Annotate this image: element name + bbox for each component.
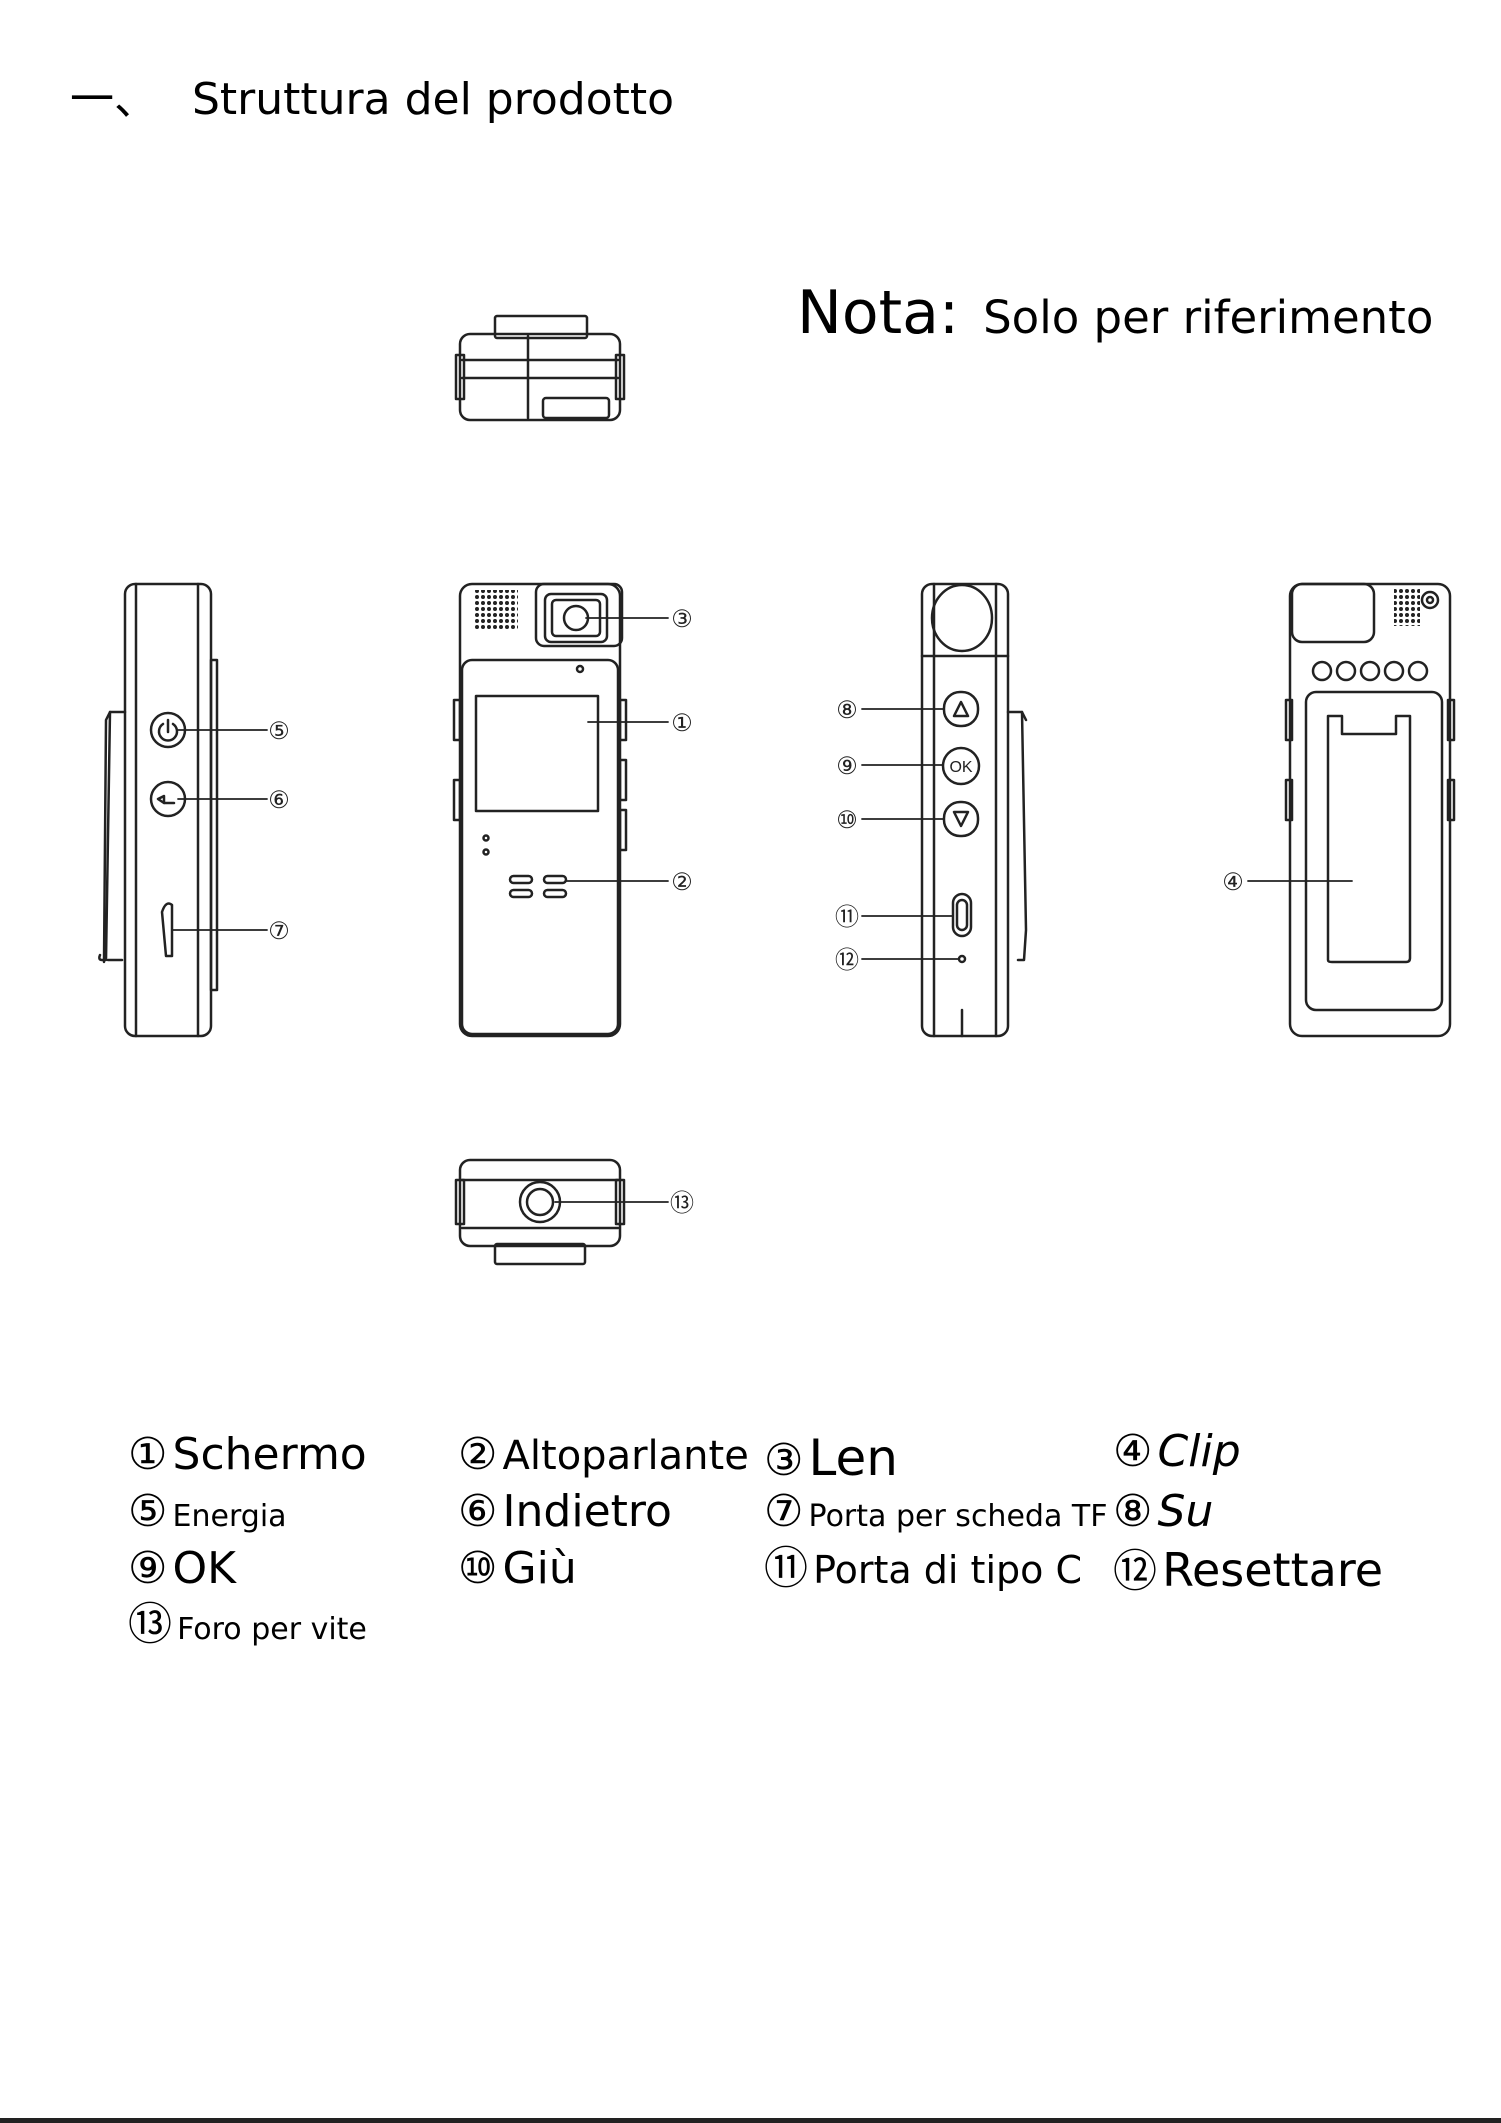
- legend-label: Resettare: [1162, 1543, 1383, 1597]
- legend-num: ⑩: [458, 1543, 497, 1594]
- legend-label: Len: [809, 1429, 898, 1487]
- callout-5: ⑤: [268, 717, 290, 745]
- legend-label: Schermo: [173, 1429, 367, 1480]
- speaker-slots: [510, 876, 566, 897]
- up-icon: [954, 702, 968, 716]
- legend-label: OK: [173, 1543, 237, 1594]
- left-side-view: [99, 584, 217, 1036]
- legend-item: ⑪ Porta di tipo C: [764, 1547, 1082, 1591]
- leader-lines: [172, 618, 1352, 1202]
- legend-label: Giù: [503, 1543, 577, 1594]
- legend-label: Su: [1158, 1486, 1214, 1537]
- callout-4: ④: [1222, 868, 1244, 896]
- reset-hole: [959, 956, 965, 962]
- legend-num: ⑧: [1113, 1486, 1152, 1537]
- tf-card-slot: [162, 904, 172, 956]
- ok-button-label: OK: [949, 759, 972, 776]
- top-view: [456, 316, 624, 420]
- legend-num: ⑦: [764, 1486, 803, 1537]
- bottom-view: [456, 1160, 624, 1264]
- legend-num: ④: [1113, 1426, 1152, 1477]
- legend-num: ⑬: [128, 1599, 172, 1650]
- callout-9: ⑨: [836, 752, 858, 780]
- legend-item: ⑫ Resettare: [1113, 1547, 1383, 1594]
- legend-item: ⑤ Energia: [128, 1490, 287, 1534]
- screen: [476, 696, 598, 811]
- callout-1: ①: [671, 709, 693, 737]
- clip: [1328, 716, 1410, 962]
- bottom-border: [0, 2118, 1501, 2123]
- callout-2: ②: [671, 868, 693, 896]
- legend-item: ③ Len: [764, 1433, 898, 1483]
- legend-item: ⑬ Foro per vite: [128, 1603, 367, 1647]
- callout-11: ⑪: [835, 903, 859, 931]
- down-button[interactable]: [944, 802, 978, 836]
- callout-8: ⑧: [836, 696, 858, 724]
- legend-num: ⑫: [1113, 1546, 1157, 1597]
- right-side-view: [922, 584, 1026, 1036]
- legend-label: Porta per scheda TF: [809, 1499, 1108, 1534]
- up-button[interactable]: [944, 692, 978, 726]
- back-view: [1286, 584, 1454, 1036]
- legend-item: ⑦ Porta per scheda TF: [764, 1490, 1107, 1534]
- lens-icon: [564, 606, 588, 630]
- legend-label: Porta di tipo C: [813, 1548, 1082, 1592]
- legend-label: Altoparlante: [503, 1433, 749, 1479]
- callout-6: ⑥: [268, 786, 290, 814]
- legend-num: ③: [764, 1435, 803, 1486]
- legend-label: Energia: [173, 1499, 287, 1534]
- legend-num: ⑤: [128, 1486, 167, 1537]
- legend-item: ⑩ Giù: [458, 1547, 577, 1591]
- legend-num: ⑥: [458, 1486, 497, 1537]
- legend-item: ⑨ OK: [128, 1547, 236, 1591]
- callout-13: ⑬: [670, 1189, 694, 1217]
- front-view: [454, 584, 626, 1036]
- legend-item: ④ Clip: [1113, 1430, 1241, 1474]
- legend-label: Foro per vite: [177, 1612, 367, 1647]
- legend-num: ⑨: [128, 1543, 167, 1594]
- legend-num: ②: [458, 1429, 497, 1480]
- legend-label: Indietro: [503, 1486, 672, 1537]
- speaker-grille-top: [474, 590, 518, 630]
- legend-item: ⑧ Su: [1113, 1490, 1213, 1534]
- legend-num: ①: [128, 1429, 167, 1480]
- down-icon: [954, 812, 968, 826]
- legend-item: ① Schermo: [128, 1433, 367, 1477]
- back-icon: [158, 796, 174, 803]
- legend-item: ② Altoparlante: [458, 1433, 749, 1477]
- legend-num: ⑪: [764, 1543, 808, 1594]
- callout-12: ⑫: [835, 946, 859, 974]
- legend-item: ⑥ Indietro: [458, 1490, 672, 1534]
- callout-3: ③: [671, 605, 693, 633]
- legend-label: Clip: [1158, 1426, 1241, 1477]
- callout-10: ⑩: [836, 806, 858, 834]
- callout-7: ⑦: [268, 917, 290, 945]
